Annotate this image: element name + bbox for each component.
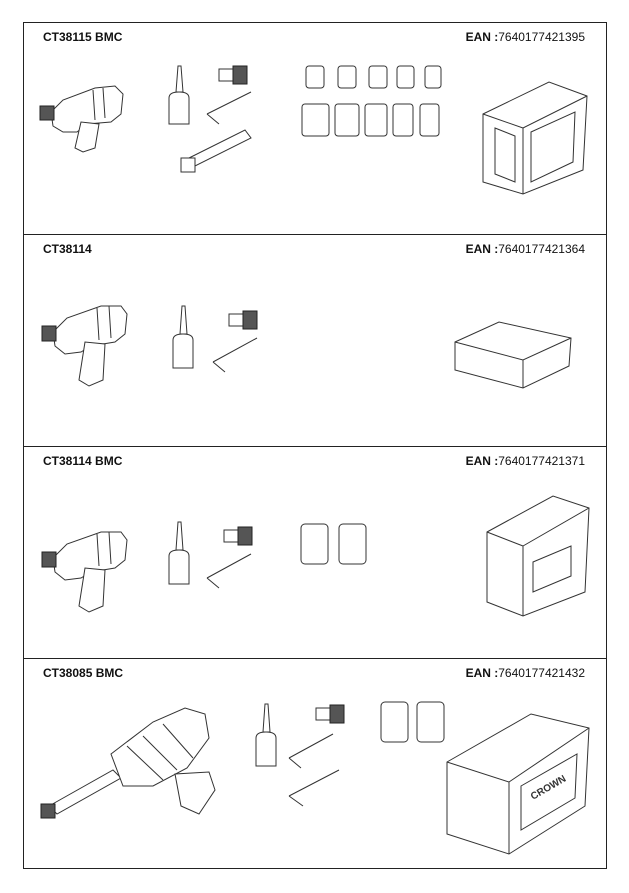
section-divider [23, 446, 607, 447]
impact-wrench-icon [39, 85, 124, 153]
impact-wrench-long-anvil-icon [40, 707, 216, 819]
socket-set-icon [301, 65, 442, 137]
ean-number: EAN :7640177421432 [465, 666, 585, 680]
hex-key-icon [212, 337, 258, 373]
extension-bar-icon [180, 129, 252, 173]
oil-bottle-icon [255, 703, 277, 767]
product-section-ct38085-bmc: CT38085 BMC EAN :7640177421432 CR [23, 658, 607, 869]
oil-bottle-icon [172, 305, 194, 369]
hex-key-large-icon [288, 769, 340, 807]
hex-key-icon [288, 733, 334, 769]
ean-number: EAN :7640177421395 [465, 30, 585, 44]
kit-illustration [39, 65, 588, 195]
product-section-ct38114-bmc: CT38114 BMC EAN :7640177421371 [23, 446, 607, 658]
kit-illustration [41, 305, 572, 389]
section-divider [23, 234, 607, 235]
socket-set-icon [300, 523, 367, 565]
kit-illustration: CROWN [40, 701, 590, 855]
air-fitting-icon [315, 704, 345, 724]
kit-illustration [41, 495, 590, 617]
carrying-case-icon [486, 495, 590, 617]
air-fitting-icon [223, 526, 253, 546]
ean-number: EAN :7640177421371 [465, 454, 585, 468]
ean-number: EAN :7640177421364 [465, 242, 585, 256]
air-fitting-icon [218, 65, 248, 85]
oil-bottle-icon [168, 521, 190, 585]
product-code: CT38114 BMC [43, 454, 123, 468]
product-section-ct38115-bmc: CT38115 BMC EAN :7640177421395 [23, 22, 607, 234]
socket-set-icon [380, 701, 445, 743]
oil-bottle-icon [168, 65, 190, 125]
section-divider [23, 658, 607, 659]
impact-wrench-icon [41, 305, 128, 387]
impact-wrench-icon [41, 531, 128, 613]
hex-key-icon [206, 91, 252, 125]
product-code: CT38115 BMC [43, 30, 123, 44]
carrying-case-icon [482, 81, 588, 195]
hex-key-icon [206, 553, 252, 589]
product-section-ct38114: CT38114 EAN :7640177421364 [23, 234, 607, 446]
box-package-icon [454, 321, 572, 389]
carrying-case-icon [446, 713, 590, 855]
product-code: CT38085 BMC [43, 666, 124, 680]
page-frame [23, 22, 607, 869]
product-code: CT38114 [43, 242, 92, 256]
air-fitting-icon [228, 310, 258, 330]
